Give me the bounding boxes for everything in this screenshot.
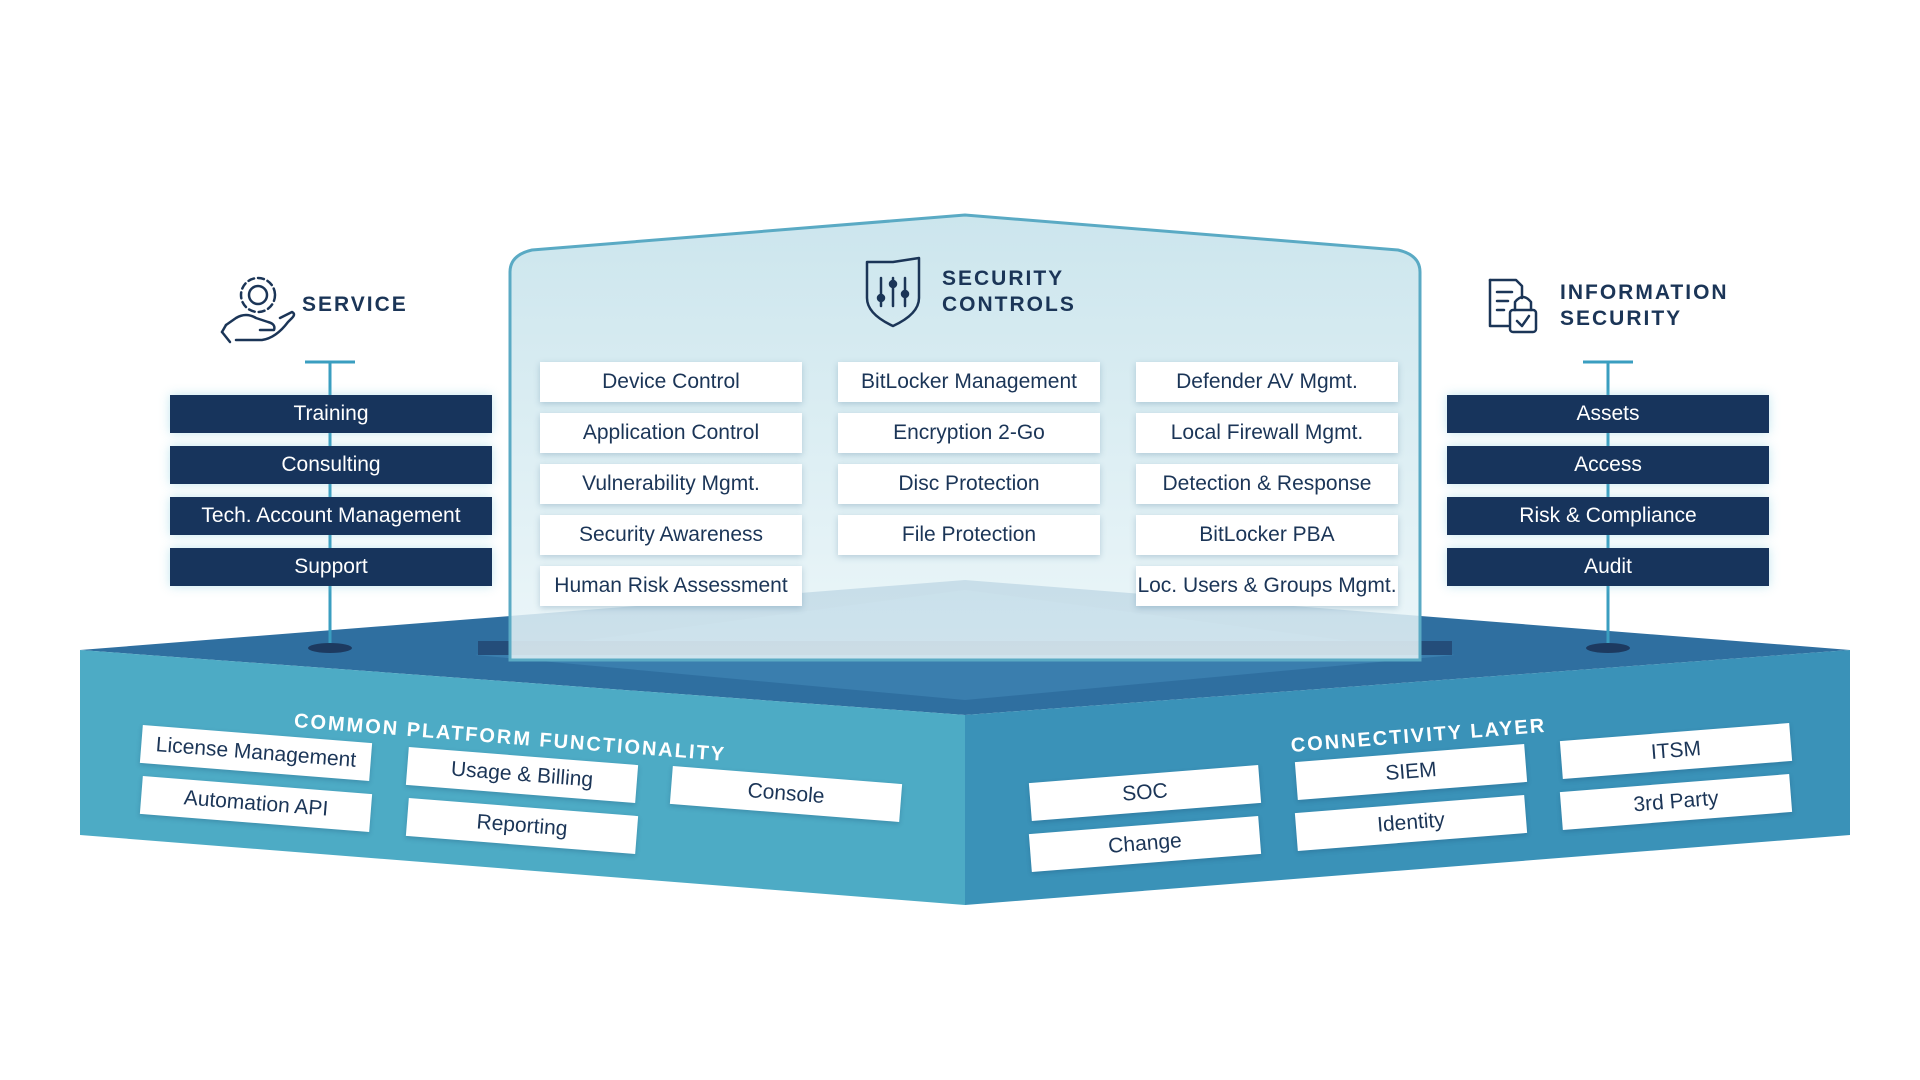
control-security-awareness: Security Awareness bbox=[540, 515, 802, 555]
control-file-protection: File Protection bbox=[838, 515, 1100, 555]
control-loc-users-groups-mgmt: Loc. Users & Groups Mgmt. bbox=[1136, 566, 1398, 606]
control-device-control: Device Control bbox=[540, 362, 802, 402]
control-disc-protection: Disc Protection bbox=[838, 464, 1100, 504]
control-application-control: Application Control bbox=[540, 413, 802, 453]
control-detection-response: Detection & Response bbox=[1136, 464, 1398, 504]
infosec-item-access: Access bbox=[1447, 446, 1769, 484]
control-bitlocker-pba: BitLocker PBA bbox=[1136, 515, 1398, 555]
infosec-item-assets: Assets bbox=[1447, 395, 1769, 433]
gear-hand-icon bbox=[220, 276, 296, 344]
service-title: SERVICE bbox=[302, 293, 408, 316]
control-bitlocker-management: BitLocker Management bbox=[838, 362, 1100, 402]
infosec-item-audit: Audit bbox=[1447, 548, 1769, 586]
control-defender-av-mgmt: Defender AV Mgmt. bbox=[1136, 362, 1398, 402]
control-human-risk-assessment: Human Risk Assessment bbox=[540, 566, 802, 606]
service-item-training: Training bbox=[170, 395, 492, 433]
control-encryption-2-go: Encryption 2-Go bbox=[838, 413, 1100, 453]
service-item-consulting: Consulting bbox=[170, 446, 492, 484]
control-vulnerability-mgmt: Vulnerability Mgmt. bbox=[540, 464, 802, 504]
shield-sliders-icon bbox=[865, 256, 921, 328]
service-item-support: Support bbox=[170, 548, 492, 586]
document-lock-icon bbox=[1488, 278, 1538, 334]
control-local-firewall-mgmt: Local Firewall Mgmt. bbox=[1136, 413, 1398, 453]
security-controls-title: SECURITY CONTROLS bbox=[942, 267, 1076, 316]
information-security-title: INFORMATION SECURITY bbox=[1560, 281, 1729, 330]
service-item-tech-account-management: Tech. Account Management bbox=[170, 497, 492, 535]
infosec-item-risk-compliance: Risk & Compliance bbox=[1447, 497, 1769, 535]
